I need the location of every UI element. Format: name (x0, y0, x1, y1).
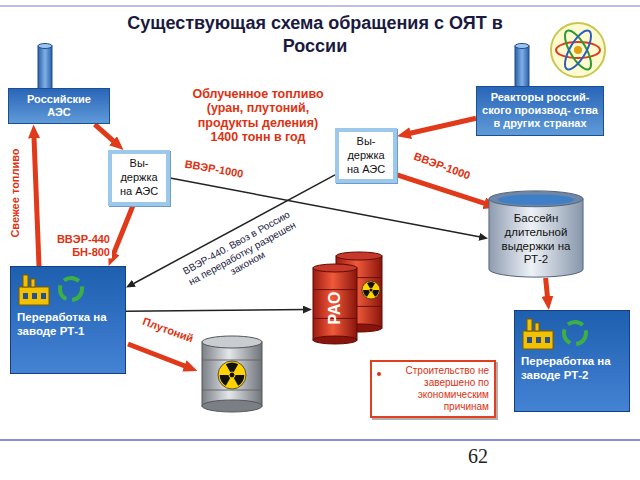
fuel-flow-arrow (405, 118, 476, 134)
edge-label: ВВЭР-440. Ввоз в Россию на переработку р… (175, 205, 310, 301)
node-label: Реакторы россий- ского производ- ства в … (482, 91, 598, 131)
edge-label: ВВЭР-440 БН-800 (46, 233, 112, 258)
node-label: Строительство не завершено по экономичес… (384, 365, 489, 413)
edge-label: Свежее топливо (9, 146, 22, 239)
plant-factory: Переработка на заводе РТ-1 (10, 266, 126, 374)
fuel-flow-arrow (95, 124, 118, 144)
transfer-arrow (170, 178, 483, 237)
note-text: Облученное топливо (уран, плутоний, прод… (186, 87, 331, 145)
plant-factory: Переработка на заводе РТ-2 (514, 310, 630, 412)
storage-box: Вы- держка на АЭС (335, 128, 397, 183)
edge-label: ВВЭР-1000 (410, 149, 474, 182)
plutonium-barrel (202, 336, 262, 412)
fuel-flow-arrow (34, 132, 39, 266)
fuel-flow-arrow (546, 278, 548, 302)
node-label: Российские АЭС (14, 93, 104, 119)
barrel-shapes (312, 250, 384, 346)
flow-label: Плутоний (139, 314, 197, 345)
diagram-title: Существующая схема обращения с ОЯТ в Рос… (110, 12, 520, 57)
waste-barrels: РАО (312, 250, 384, 346)
fuel-flow-arrow (112, 206, 133, 259)
page-number: 62 (466, 445, 490, 468)
note-box: Строительство не завершено по экономичес… (370, 360, 496, 418)
chimney-top (515, 44, 529, 49)
chimney-top (38, 44, 52, 49)
pool-cylinder: Бассейн длительной выдержки на РТ-2 (488, 190, 584, 278)
plant-box: Российские АЭС (8, 88, 110, 124)
plant-box: Реакторы россий- ского производ- ства в … (476, 86, 604, 136)
transfer-arrow (126, 310, 307, 312)
bullet-dot (375, 370, 383, 378)
edge-label: ВВЭР-1000 (182, 157, 246, 180)
plutonium-arrow (128, 344, 190, 368)
node-label: Бассейн длительной выдержки на РТ-2 (492, 212, 580, 267)
storage-box: Вы- держка на АЭС (108, 150, 170, 206)
node-label: Переработка на заводе РТ-1 (17, 311, 119, 339)
atom-logo (551, 23, 605, 77)
node-label: РАО (326, 291, 344, 324)
node-label: Вы- держка на АЭС (114, 157, 164, 198)
chimney (38, 46, 52, 89)
rule-line (0, 6, 640, 7)
factory-icon (521, 315, 591, 351)
node-label: Переработка на заводе РТ-2 (521, 355, 623, 383)
fuel-flow-arrow (397, 175, 490, 205)
rule-line (0, 439, 640, 441)
factory-icon (17, 271, 87, 307)
chimney (515, 46, 529, 87)
node-label: Вы- держка на АЭС (341, 135, 391, 176)
